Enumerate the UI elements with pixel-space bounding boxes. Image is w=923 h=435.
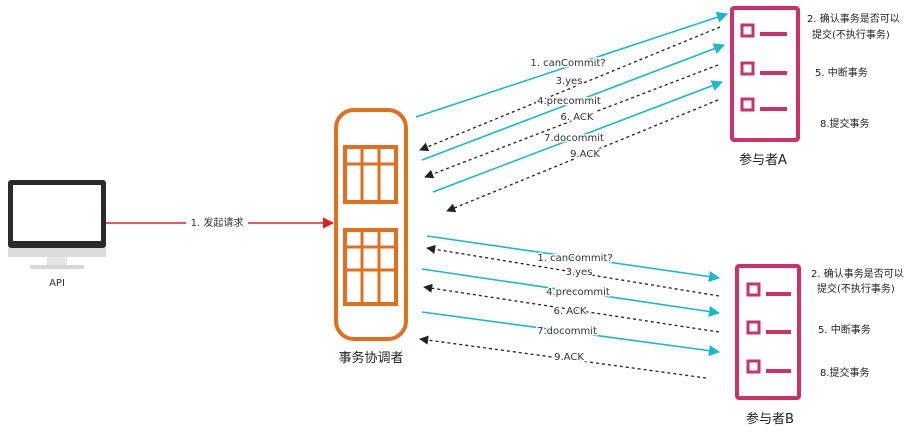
participant-a-message-label-4: 6. ACK — [561, 112, 594, 123]
participant-b-message-label-6: 9.ACK — [554, 352, 584, 363]
participant-a-message-label-3: 4.precommit — [537, 96, 601, 107]
participant-b-message-label-4: 6. ACK — [554, 306, 587, 317]
client-label: API — [49, 278, 65, 289]
participant-a-note: 8.提交事务 — [820, 117, 870, 130]
participant-a-message-arrow-6 — [446, 99, 719, 213]
participant-a-message-arrow-2 — [419, 26, 721, 152]
participant-b-note: 提交(不执行事务) — [817, 282, 895, 295]
participant-b-message-label-5: 7.docommit — [537, 326, 597, 337]
participant-b-message-label-2: 3.yes — [566, 267, 593, 278]
participant-a-message-label-6: 9.ACK — [570, 149, 600, 160]
participant-a-message-arrow-1 — [415, 11, 729, 118]
participant-a-message-label-5: 7.docommit — [544, 133, 604, 144]
server-icon — [334, 108, 408, 341]
message-arrows: 1. canCommit? 3.yes 4.precommit 6. ACK 7.doc… — [415, 11, 729, 379]
participant-b-message-arrow-1 — [426, 235, 721, 283]
participant-b-message-label-3: 4.precommit — [546, 287, 610, 298]
participant-a-message-label-2: 3.yes — [556, 76, 583, 87]
participant-a-note: 提交(不执行事务) — [812, 28, 890, 41]
participant-b-note: 5. 中断事务 — [818, 323, 871, 336]
participant-a-message-arrow-4 — [424, 64, 719, 179]
participant-b-message-arrow-2 — [426, 244, 720, 297]
participant-b-message-arrow-3 — [421, 268, 721, 318]
monitor-icon — [8, 180, 106, 269]
participant-a-note: 2. 确认事务是否可以 — [807, 12, 900, 25]
participant-a-message-arrow-3 — [421, 43, 726, 161]
participant-a-message-arrow-5 — [432, 80, 724, 193]
participant-b-message-arrow-5 — [421, 311, 721, 357]
participant-b-message-label-1: 1. canCommit? — [537, 253, 612, 264]
coordinator-label: 事务协调者 — [338, 350, 403, 366]
participant-b-label: 参与者B — [746, 411, 794, 427]
participant-a-message-label-1: 1. canCommit? — [530, 58, 605, 69]
participant-a-note: 5. 中断事务 — [815, 66, 868, 79]
request-label: 1. 发起请求 — [191, 216, 244, 229]
participant-b-note: 8.提交事务 — [820, 366, 870, 379]
checklist-icon — [735, 264, 801, 400]
participant-b-message-arrow-4 — [423, 283, 720, 333]
participant-a-label: 参与者A — [739, 152, 787, 168]
participant-b-message-arrow-6 — [419, 335, 707, 379]
participant-b-note: 2. 确认事务是否可以 — [811, 267, 904, 280]
checklist-icon — [730, 6, 800, 142]
